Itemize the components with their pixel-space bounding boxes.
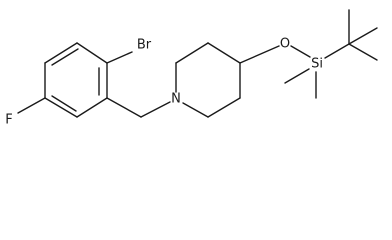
pip-bond-c6-n	[182, 102, 209, 118]
ring-double-bond-inner-1	[51, 48, 79, 66]
chemical-structure-diagram: Br F N O Si	[5, 9, 378, 128]
atom-label-bromine: Br	[137, 38, 152, 53]
bond-o-si	[290, 45, 311, 58]
benzene-ring	[44, 42, 108, 118]
tert-butyl-group	[348, 9, 378, 61]
bond-c4-o	[239, 45, 280, 64]
bond-c1-br	[106, 51, 133, 64]
ring-bond-c4-c5	[44, 97, 78, 118]
atom-label-silicon: Si	[311, 57, 323, 72]
ring-bond-c2-c3	[44, 42, 78, 64]
bond-si-methyl-left	[284, 68, 310, 84]
tbu-bond-right	[348, 27, 378, 45]
atom-label-nitrogen: N	[171, 92, 181, 107]
bond-c4-f	[17, 97, 46, 114]
piperidine-ring	[175, 42, 241, 118]
pip-bond-c2-c3	[175, 42, 209, 64]
ring-double-bond-inner-3	[51, 95, 77, 112]
atom-label-oxygen: O	[280, 37, 290, 52]
bond-ch2-n	[140, 101, 171, 118]
ring-bond-c1-c2	[76, 42, 108, 64]
pip-bond-c5-c6	[207, 97, 241, 118]
atom-label-fluorine: F	[5, 113, 12, 128]
bond-c6-ch2	[106, 97, 142, 118]
bond-si-tertbutyl	[324, 43, 350, 59]
tbu-bond-down	[348, 43, 378, 61]
pip-bond-c3-c4	[207, 42, 241, 64]
ring-bond-c5-c6	[76, 97, 108, 118]
